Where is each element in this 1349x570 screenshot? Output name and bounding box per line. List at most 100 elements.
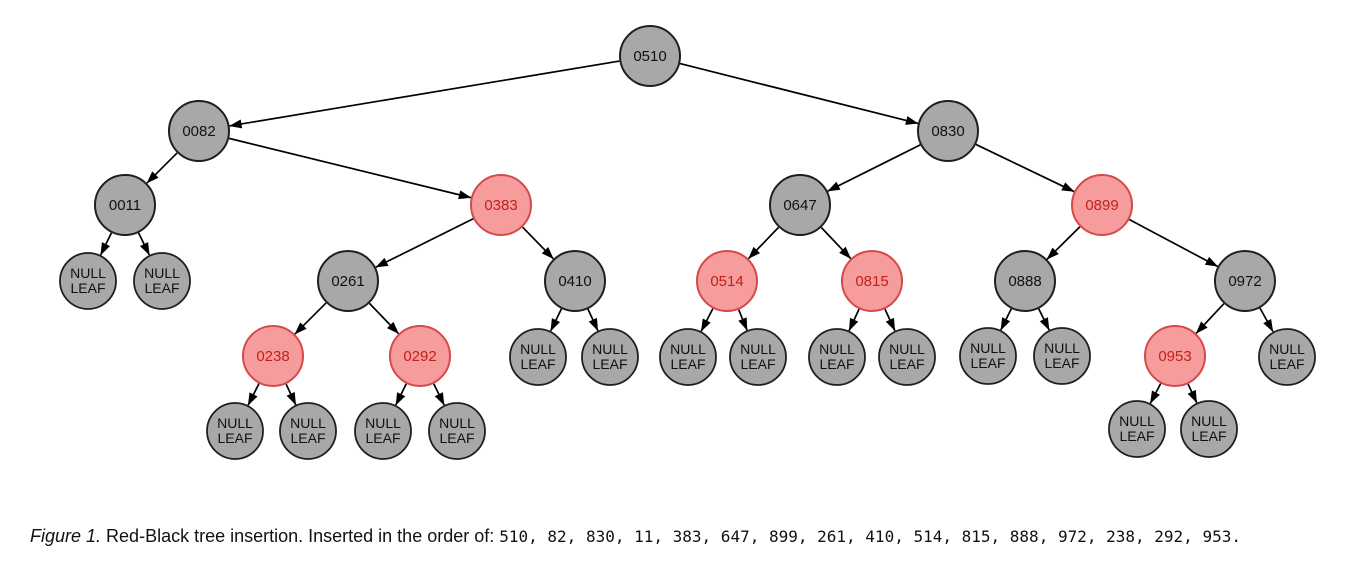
node-value-label: 0292 xyxy=(403,348,436,365)
node-circle xyxy=(841,250,903,312)
tree-node-0510: 0510 xyxy=(619,25,681,87)
null-leaf-circle xyxy=(581,328,639,386)
tree-edge-n0972-n0953 xyxy=(1195,303,1225,334)
tree-node-0292: 0292 xyxy=(389,325,451,387)
figure-caption-text: Red-Black tree insertion. Inserted in th… xyxy=(101,526,500,546)
node-value-label: 0953 xyxy=(1158,348,1191,365)
node-circle xyxy=(619,25,681,87)
node-circle xyxy=(917,100,979,162)
null-leaf-circle xyxy=(279,402,337,460)
node-circle xyxy=(696,250,758,312)
node-circle xyxy=(94,174,156,236)
node-value-label: 0082 xyxy=(182,123,215,140)
tree-edge-n0888-null13 xyxy=(1000,308,1013,331)
tree-node-0261: 0261 xyxy=(317,250,379,312)
node-value-label: 0383 xyxy=(484,197,517,214)
tree-node-0011: 0011 xyxy=(94,174,156,236)
tree-edge-n0953-null16 xyxy=(1149,383,1162,404)
node-value-label: 0510 xyxy=(633,48,666,65)
node-value-label: 0410 xyxy=(558,273,591,290)
node-circle xyxy=(470,174,532,236)
tree-edge-n0292-null06 xyxy=(432,383,445,406)
tree-edge-n0410-null07 xyxy=(549,308,563,332)
tree-nodes: 0510 0082 0830 0011 0383 0647 0899 0261 0410 0514… xyxy=(59,25,1316,460)
tree-edge-n0815-null11 xyxy=(848,308,860,332)
node-value-label: 0238 xyxy=(256,348,289,365)
node-circle xyxy=(168,100,230,162)
tree-edge-n0972-null15 xyxy=(1259,307,1274,333)
tree-edge-n0899-n0888 xyxy=(1046,226,1081,260)
node-value-label: 0899 xyxy=(1085,197,1118,214)
null-leaf-circle xyxy=(1033,327,1091,385)
null-leaf-circle xyxy=(428,402,486,460)
tree-edge-n0899-n0972 xyxy=(1128,218,1219,268)
tree-edge-n0011-null02 xyxy=(137,232,151,256)
null-leaf-circle xyxy=(959,327,1017,385)
node-circle xyxy=(389,325,451,387)
tree-edge-n0510-n0830 xyxy=(679,62,919,125)
node-value-label: 0261 xyxy=(331,273,364,290)
tree-edge-n0514-null10 xyxy=(737,309,748,331)
null-leaf-circle xyxy=(659,328,717,386)
tree-edge-n0830-n0899 xyxy=(975,143,1075,193)
null-leaf-circle xyxy=(729,328,787,386)
node-circle xyxy=(1144,325,1206,387)
tree-edge-n0647-n0514 xyxy=(747,226,780,260)
node-value-label: 0972 xyxy=(1228,273,1261,290)
node-circle xyxy=(242,325,304,387)
tree-node-0410: 0410 xyxy=(544,250,606,312)
node-value-label: 0888 xyxy=(1008,273,1041,290)
tree-edge-n0292-null05 xyxy=(395,383,408,406)
tree-edge-n0383-n0410 xyxy=(522,226,554,260)
tree-edges xyxy=(99,60,1274,406)
tree-node-0972: 0972 xyxy=(1214,250,1276,312)
tree-node-0082: 0082 xyxy=(168,100,230,162)
tree-edge-n0011-null01 xyxy=(99,232,113,256)
node-value-label: 0647 xyxy=(783,197,816,214)
tree-edge-n0510-n0082 xyxy=(229,60,620,129)
tree-node-0830: 0830 xyxy=(917,100,979,162)
node-circle xyxy=(544,250,606,312)
node-circle xyxy=(1071,174,1133,236)
tree-edge-n0082-n0383 xyxy=(228,137,472,200)
node-circle xyxy=(994,250,1056,312)
tree-node-0383: 0383 xyxy=(470,174,532,236)
null-leaf-circle xyxy=(878,328,936,386)
tree-edge-n0082-n0011 xyxy=(146,152,178,184)
node-value-label: 0815 xyxy=(855,273,888,290)
null-leaf-circle xyxy=(808,328,866,386)
tree-edge-n0888-null14 xyxy=(1037,308,1050,331)
tree-node-0238: 0238 xyxy=(242,325,304,387)
null-leaf-circle xyxy=(59,252,117,310)
tree-edge-n0815-null12 xyxy=(884,308,896,332)
tree-node-0647: 0647 xyxy=(769,174,831,236)
node-value-label: 0830 xyxy=(931,123,964,140)
node-value-label: 0514 xyxy=(710,273,743,290)
